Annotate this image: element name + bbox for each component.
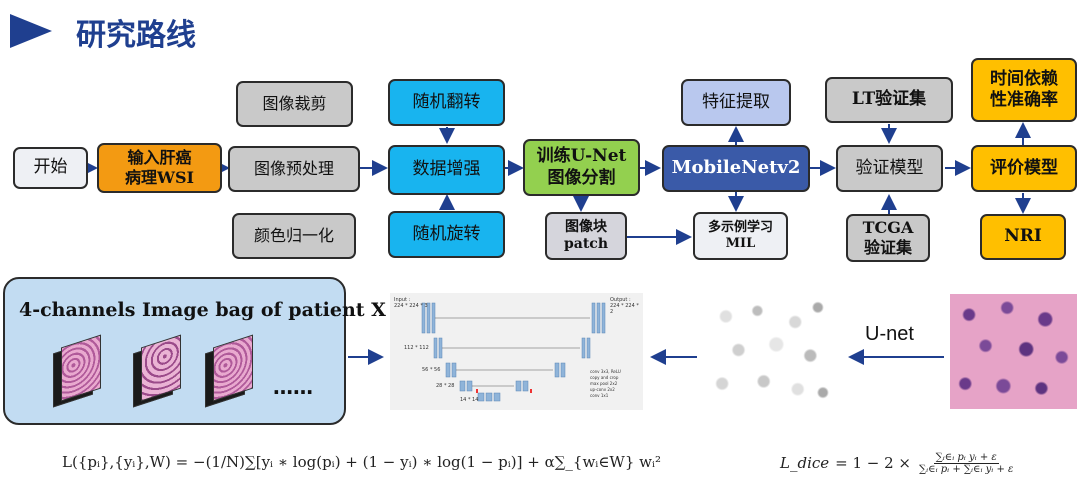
input-wsi-box: 输入肝癌 病理WSI: [97, 143, 222, 193]
unet-block: [477, 392, 485, 402]
unet-output-size: 224 * 224 * 2: [610, 303, 639, 315]
dice-lhs: L_dice: [780, 454, 830, 472]
unet-size-112: 112 * 112: [404, 345, 429, 351]
unet-size-28: 28 * 28: [436, 383, 455, 389]
time-accuracy-box: 时间依赖 性准确率: [971, 58, 1077, 122]
unet-block: [601, 302, 606, 334]
augment-box: 数据增强: [388, 145, 505, 195]
unet-block: [554, 362, 560, 378]
patch-image-pink-2: [141, 334, 181, 402]
start-box: 开始: [13, 147, 88, 189]
unet-legend-item: conv 3x3, ReLU: [590, 369, 621, 374]
unet-block: [596, 302, 601, 334]
unet-block: [586, 337, 591, 359]
unet-block: [451, 362, 457, 378]
unet-block: [515, 380, 522, 392]
image-bag-panel: 4-channels Image bag of patient X ……: [3, 277, 386, 425]
tcga-set-box: TCGA 验证集: [846, 214, 930, 262]
image-bag-title: 4-channels Image bag of patient X: [19, 299, 386, 321]
feature-extract-box: 特征提取: [681, 79, 791, 126]
patch-image-pink-3: [213, 334, 253, 402]
color-norm-box: 颜色归一化: [232, 213, 356, 259]
unet-output-label: Output :: [610, 297, 631, 303]
mobilenet-box: MobileNetv2: [662, 145, 810, 192]
unet-legend-item: copy and crop: [590, 375, 619, 380]
unet-legend-item: conv 1x1: [590, 393, 609, 398]
lt-set-box: LT验证集: [825, 77, 953, 123]
unet-legend: conv 3x3, ReLU copy and crop max pool 2x…: [590, 369, 621, 399]
unet-train-box: 训练U-Net 图像分割: [523, 139, 640, 196]
unet-legend-item: up-conv 2x2: [590, 387, 615, 392]
dice-formula: L_dice = 1 − 2 × ∑ᵢ∈ᵢ pᵢ yᵢ + ε ∑ᵢ∈ᵢ pᵢ …: [780, 446, 1015, 480]
mil-box: 多示例学习 MIL: [693, 212, 788, 260]
page-title: 研究路线: [76, 18, 196, 53]
crop-box: 图像裁剪: [236, 81, 353, 127]
nri-box: NRI: [980, 214, 1066, 260]
unet-block: [421, 302, 426, 334]
unet-block: [459, 380, 466, 392]
dice-fraction: ∑ᵢ∈ᵢ pᵢ yᵢ + ε ∑ᵢ∈ᵢ pᵢ + ∑ᵢ∈ᵢ yᵢ + ε: [917, 452, 1015, 475]
header-triangle-icon: [10, 14, 52, 48]
unet-input-size: 224 * 224 * 3: [394, 303, 428, 309]
unet-block: [445, 362, 451, 378]
unet-block: [493, 392, 501, 402]
validate-box: 验证模型: [836, 145, 943, 192]
dice-mid: = 1 − 2 ×: [835, 454, 912, 472]
unet-input-label: Input :: [394, 297, 411, 303]
unet-block: [466, 380, 473, 392]
patch-image-pink-1: [61, 334, 101, 402]
dice-numerator: ∑ᵢ∈ᵢ pᵢ yᵢ + ε: [933, 451, 999, 464]
preprocess-box: 图像预处理: [228, 146, 360, 192]
unet-block: [485, 392, 493, 402]
unet-block: [581, 337, 586, 359]
unet-block: [426, 302, 431, 334]
evaluate-box: 评价模型: [971, 145, 1077, 192]
unet-architecture-figure: Input : 224 * 224 * 3 Output : 224 * 224…: [390, 293, 643, 410]
unet-legend-item: max pool 2x2: [590, 381, 618, 386]
unet-size-14: 14 * 14: [460, 397, 479, 403]
unet-arrow-label: U-net: [865, 323, 914, 345]
random-rotate-box: 随机旋转: [388, 211, 505, 258]
ellipsis-text: ……: [273, 375, 313, 399]
segmentation-mask-image: [707, 294, 833, 406]
unet-block: [522, 380, 529, 392]
loss-formula: L({pᵢ},{yᵢ},W) = −(1/N)∑[yᵢ ∗ log(pᵢ) + …: [62, 453, 662, 471]
unet-size-56: 56 * 56: [422, 367, 441, 373]
unet-block: [431, 302, 436, 334]
dice-denominator: ∑ᵢ∈ᵢ pᵢ + ∑ᵢ∈ᵢ yᵢ + ε: [919, 463, 1014, 475]
unet-block: [433, 337, 438, 359]
histology-image: [950, 294, 1077, 409]
unet-block: [591, 302, 596, 334]
unet-block: [438, 337, 443, 359]
random-flip-box: 随机翻转: [388, 79, 505, 126]
patch-box: 图像块 patch: [545, 212, 627, 260]
unet-block: [560, 362, 566, 378]
